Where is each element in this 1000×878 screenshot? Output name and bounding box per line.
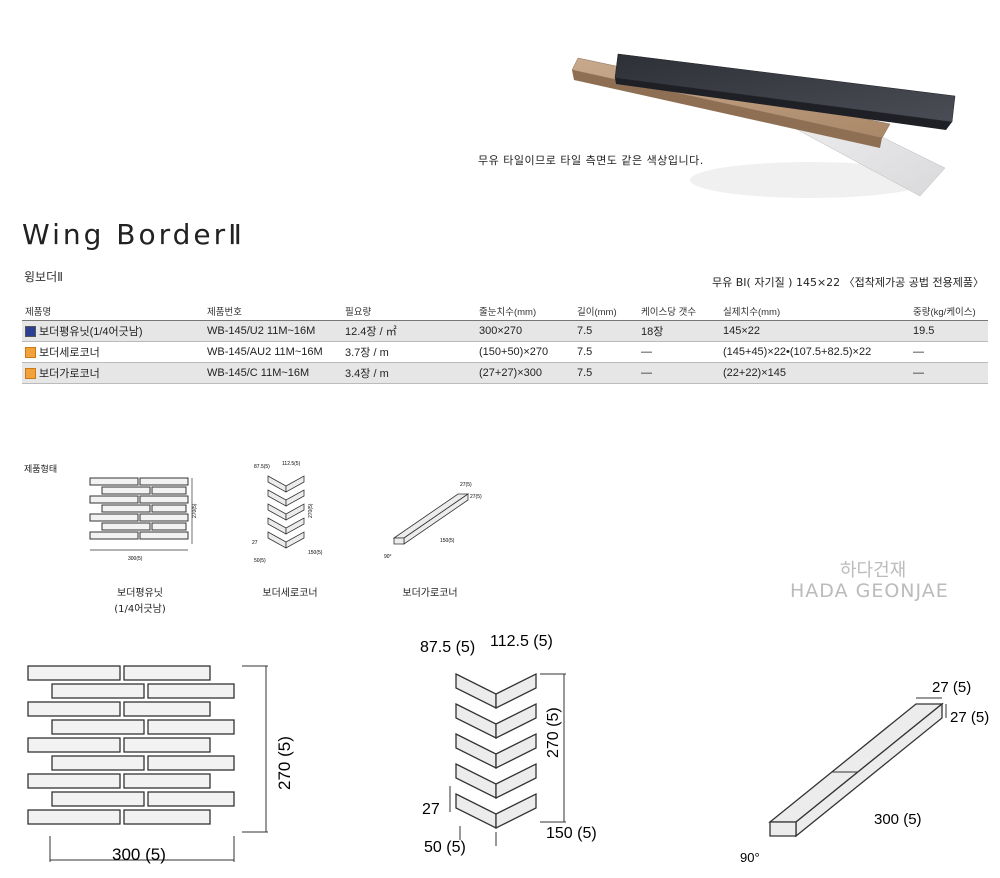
large-flat-w: 300 (5) bbox=[112, 845, 166, 864]
large-v-e: 150 (5) bbox=[546, 825, 597, 842]
row-per-case: 18장 bbox=[638, 320, 720, 342]
row-weight: — bbox=[910, 341, 988, 363]
header-name: 제품명 bbox=[22, 302, 204, 321]
large-v-a: 87.5 (5) bbox=[420, 639, 475, 656]
row-length: 7.5 bbox=[574, 320, 638, 342]
watermark-en: HADA GEONJAE bbox=[790, 580, 949, 602]
row-name: 보더세로코너 bbox=[39, 347, 100, 359]
row-actual: (145+45)×22•(107.5+82.5)×22 bbox=[720, 341, 910, 363]
row-qty: 12.4장 / ㎡ bbox=[342, 320, 476, 342]
large-v-h: 270 (5) bbox=[545, 707, 562, 758]
row-code: WB-145/C 11M~16M bbox=[204, 362, 342, 384]
hero-caption: 무유 타일이므로 타일 측면도 같은 색상입니다. bbox=[478, 154, 704, 167]
header-weight: 중량(kg/케이스) bbox=[910, 302, 988, 321]
vertical-corner-label: 보더세로코너 bbox=[262, 588, 318, 599]
header-actual: 실제치수(mm) bbox=[720, 302, 910, 321]
table-row: 보더세로코너 WB-145/AU2 11M~16M 3.7장 / m (150+… bbox=[22, 341, 988, 363]
row-name: 보더가로코너 bbox=[39, 368, 100, 380]
row-actual: 145×22 bbox=[720, 320, 910, 342]
row-code: WB-145/AU2 11M~16M bbox=[204, 341, 342, 363]
product-subtitle: 윙보더Ⅱ bbox=[24, 270, 64, 284]
row-qty: 3.4장 / m bbox=[342, 362, 476, 384]
small-v-e: 150(5) bbox=[308, 550, 323, 556]
header-per-case: 케이스당 갯수 bbox=[638, 302, 720, 321]
small-h-b: 27(5) bbox=[470, 494, 482, 500]
small-h-len: 150(5) bbox=[440, 538, 455, 544]
large-h-len: 300 (5) bbox=[874, 811, 922, 828]
corner-icon bbox=[25, 347, 36, 358]
large-h-a: 27 (5) bbox=[932, 679, 971, 696]
row-weight: — bbox=[910, 362, 988, 384]
small-flat-w: 300(5) bbox=[128, 556, 143, 562]
horizontal-corner-label: 보더가로코너 bbox=[402, 588, 458, 599]
small-v-d: 50(5) bbox=[254, 558, 266, 564]
small-horizontal-corner-drawing: 27(5) 27(5) 150(5) 90° bbox=[384, 482, 482, 560]
large-v-b: 112.5 (5) bbox=[490, 633, 553, 650]
table-header-row: 제품명 제품번호 필요량 줄눈치수(mm) 길이(mm) 케이스당 갯수 실제치… bbox=[22, 302, 988, 321]
row-per-case: — bbox=[638, 341, 720, 363]
small-h-ang: 90° bbox=[384, 554, 392, 560]
spec-line: 무유 BⅠ( 자기질 ) 145×22 〈접착제가공 공법 전용제품〉 bbox=[712, 276, 984, 289]
row-length: 7.5 bbox=[574, 362, 638, 384]
large-horizontal-corner-drawing: 27 (5) 27 (5) 300 (5) 90° bbox=[740, 679, 989, 865]
row-name-cell: 보더가로코너 bbox=[22, 362, 204, 384]
row-name-cell: 보더평유닛(1/4어긋남) bbox=[22, 320, 204, 342]
small-v-c: 27 bbox=[252, 540, 258, 546]
header-joint: 줄눈치수(mm) bbox=[476, 302, 574, 321]
header-length: 길이(mm) bbox=[574, 302, 638, 321]
small-flat-h: 270(5) bbox=[192, 503, 198, 518]
small-vertical-corner-drawing: 87.5(5) 112.5(5) 270(5) 27 50(5) 150(5) bbox=[252, 461, 323, 564]
small-h-a: 27(5) bbox=[460, 482, 472, 488]
watermark-ko: 하다건재 bbox=[840, 560, 907, 581]
flat-unit-label: 보더평유닛 bbox=[117, 588, 163, 599]
row-actual: (22+22)×145 bbox=[720, 362, 910, 384]
table-row: 보더가로코너 WB-145/C 11M~16M 3.4장 / m (27+27)… bbox=[22, 362, 988, 384]
small-v-b: 112.5(5) bbox=[282, 461, 301, 467]
large-v-d: 50 (5) bbox=[424, 839, 466, 856]
header-code: 제품번호 bbox=[204, 302, 342, 321]
flat-unit-sublabel: (1/4어긋남) bbox=[114, 604, 166, 615]
large-flat-unit-drawing: 300 (5) 270 (5) bbox=[27, 665, 294, 864]
row-length: 7.5 bbox=[574, 341, 638, 363]
small-v-a: 87.5(5) bbox=[254, 464, 270, 470]
row-code: WB-145/U2 11M~16M bbox=[204, 320, 342, 342]
header-qty: 필요량 bbox=[342, 302, 476, 321]
hero-tile-photo bbox=[571, 53, 956, 198]
row-joint: (150+50)×270 bbox=[476, 341, 574, 363]
row-weight: 19.5 bbox=[910, 320, 988, 342]
shapes-heading: 제품형태 bbox=[24, 465, 58, 475]
flat-unit-icon bbox=[25, 326, 36, 337]
corner-icon bbox=[25, 368, 36, 379]
product-title: Wing BorderⅡ bbox=[22, 218, 245, 251]
large-h-ang: 90° bbox=[740, 850, 760, 865]
large-vertical-corner-drawing: 87.5 (5) 112.5 (5) 270 (5) 27 50 (5) 150… bbox=[420, 633, 597, 856]
row-joint: 300×270 bbox=[476, 320, 574, 342]
row-per-case: — bbox=[638, 362, 720, 384]
row-name: 보더평유닛(1/4어긋남) bbox=[39, 326, 143, 338]
small-flat-unit-drawing: 300(5) 270(5) bbox=[89, 477, 198, 562]
large-v-c: 27 bbox=[422, 801, 440, 818]
small-v-h: 270(5) bbox=[308, 503, 314, 518]
table-row: 보더평유닛(1/4어긋남) WB-145/U2 11M~16M 12.4장 / … bbox=[22, 320, 988, 342]
row-qty: 3.7장 / m bbox=[342, 341, 476, 363]
large-flat-h: 270 (5) bbox=[275, 736, 294, 790]
row-name-cell: 보더세로코너 bbox=[22, 341, 204, 363]
large-h-b: 27 (5) bbox=[950, 709, 989, 726]
product-spec-table: 제품명 제품번호 필요량 줄눈치수(mm) 길이(mm) 케이스당 갯수 실제치… bbox=[22, 302, 988, 384]
row-joint: (27+27)×300 bbox=[476, 362, 574, 384]
